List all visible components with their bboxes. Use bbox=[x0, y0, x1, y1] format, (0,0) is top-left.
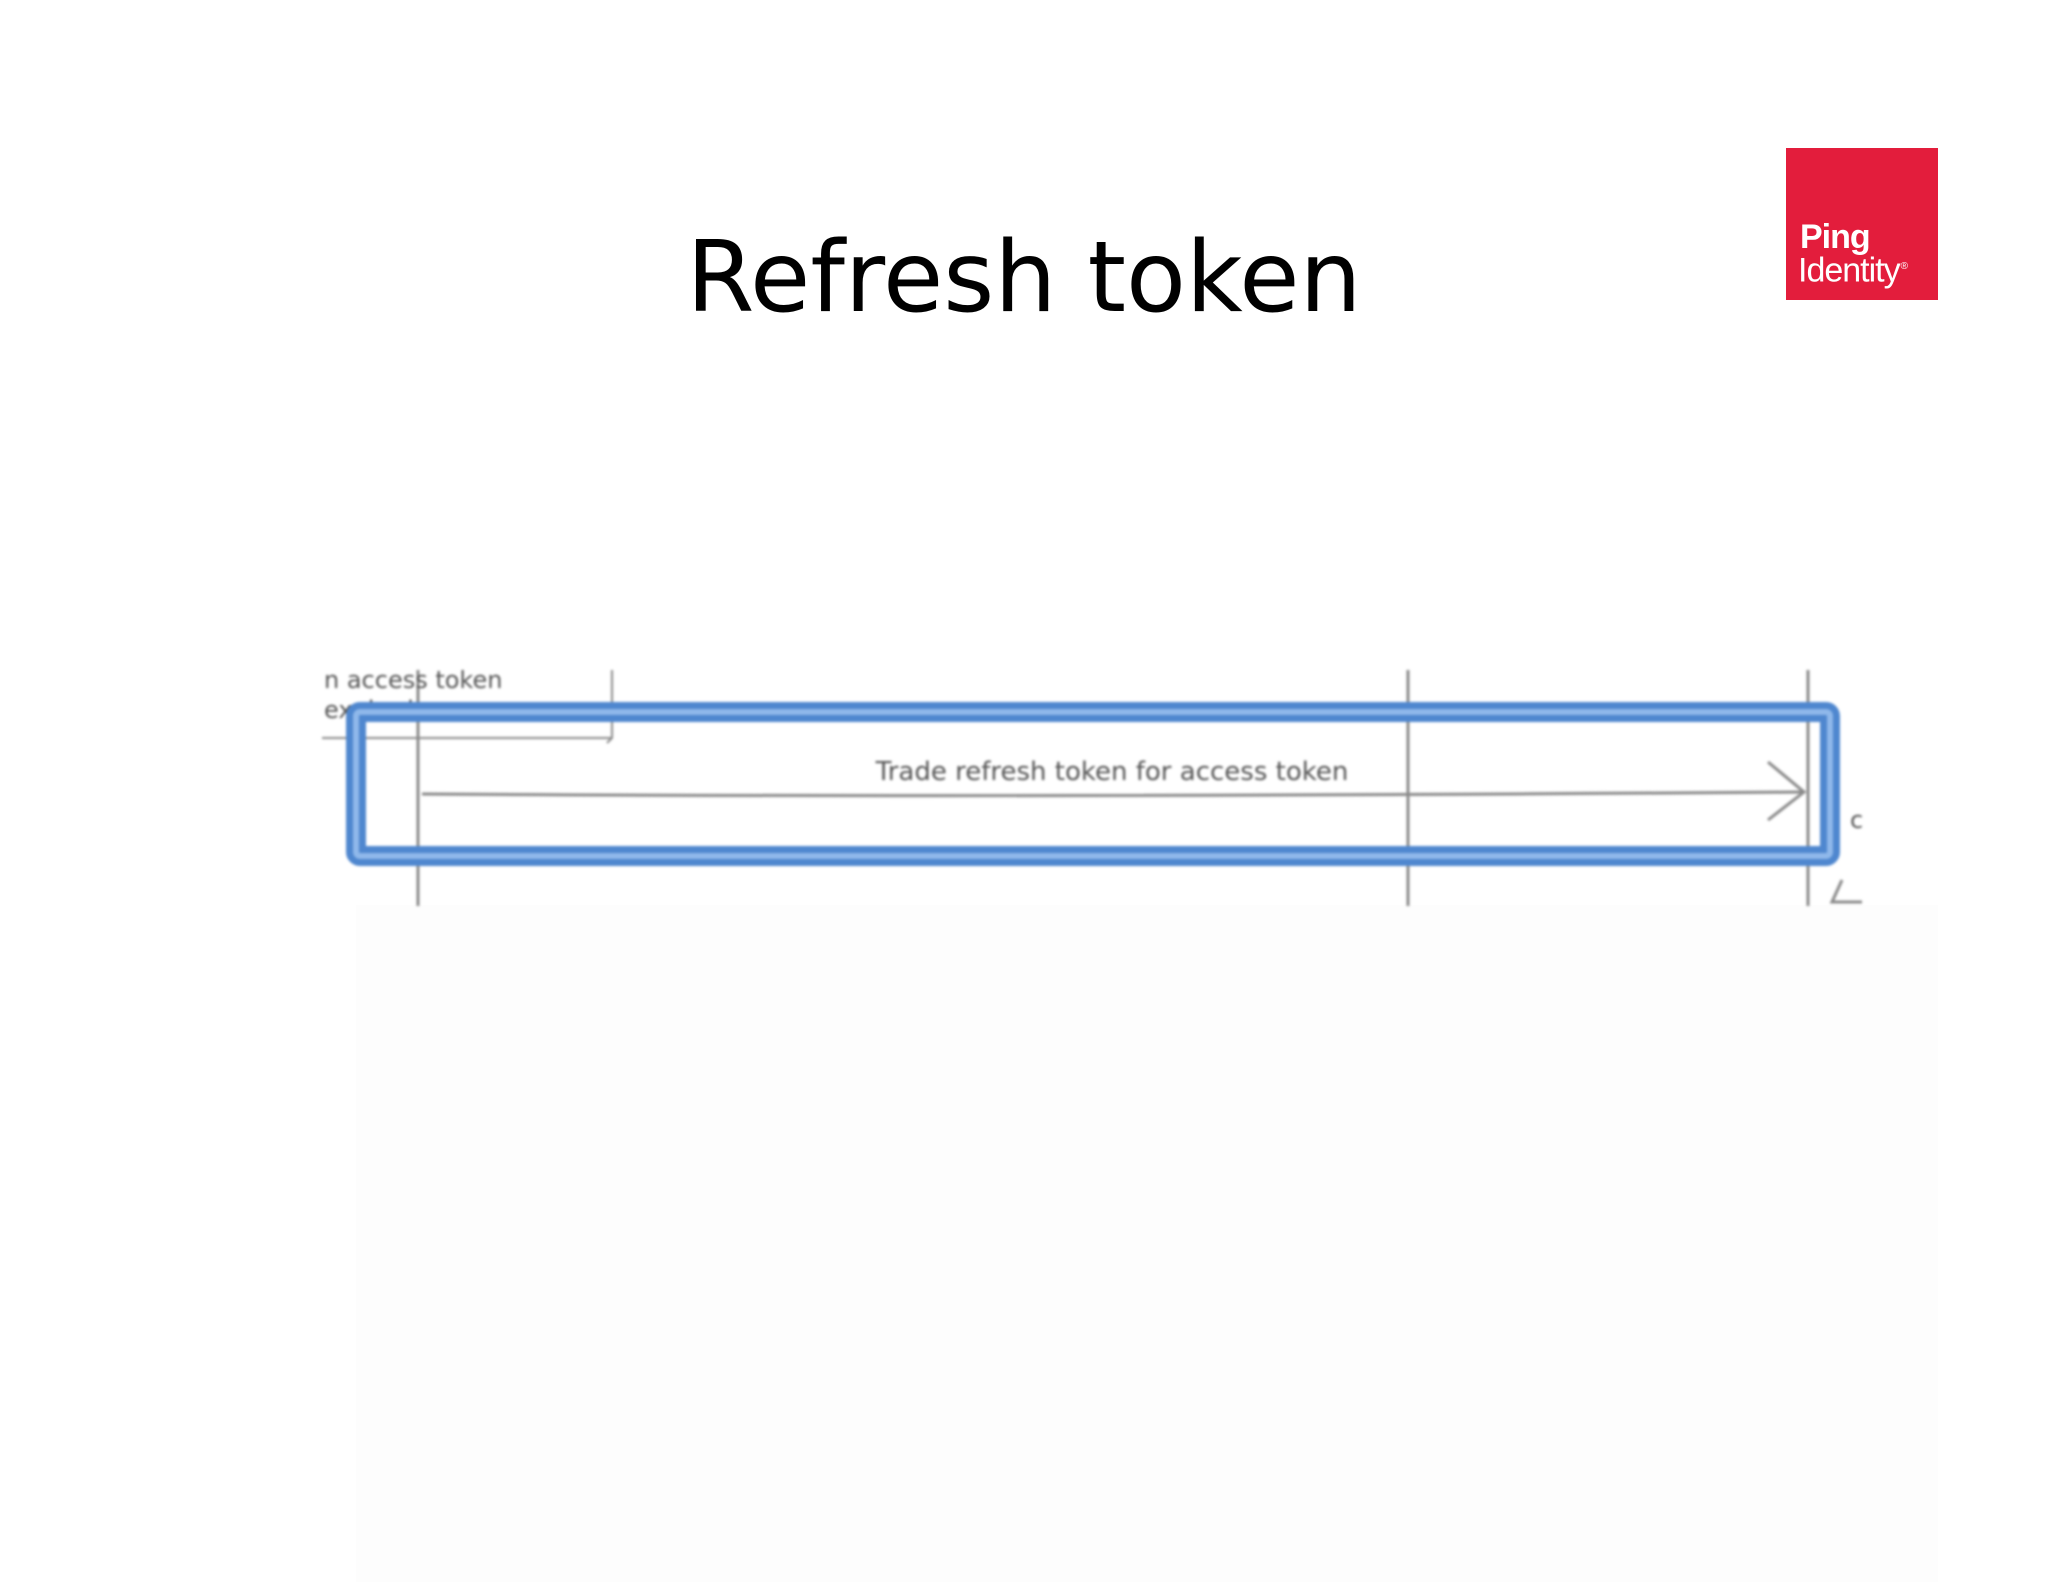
sequence-diagram-excerpt: n access token expired Trade refresh tok… bbox=[322, 670, 1862, 906]
logo-text-ping: Ping bbox=[1800, 218, 1871, 256]
message-arrowhead bbox=[1767, 760, 1807, 822]
partial-label-right: c bbox=[1850, 806, 1862, 834]
ping-identity-logo: Ping Identity® bbox=[1786, 148, 1938, 300]
message-arrow-line bbox=[421, 790, 1805, 798]
return-arrow-partial bbox=[1829, 879, 1862, 904]
highlight-box-inner bbox=[353, 709, 1833, 859]
sequence-diagram-svg: n access token expired Trade refresh tok… bbox=[322, 670, 1862, 906]
content-panel bbox=[356, 905, 1938, 1582]
registered-mark: ® bbox=[1900, 261, 1908, 272]
note-corner bbox=[606, 670, 613, 744]
message-label: Trade refresh token for access token bbox=[875, 757, 1349, 787]
slide-title: Refresh token bbox=[686, 221, 1362, 335]
note-text-line1: n access token bbox=[324, 670, 502, 694]
logo-text-identity: Identity® bbox=[1798, 251, 1908, 290]
